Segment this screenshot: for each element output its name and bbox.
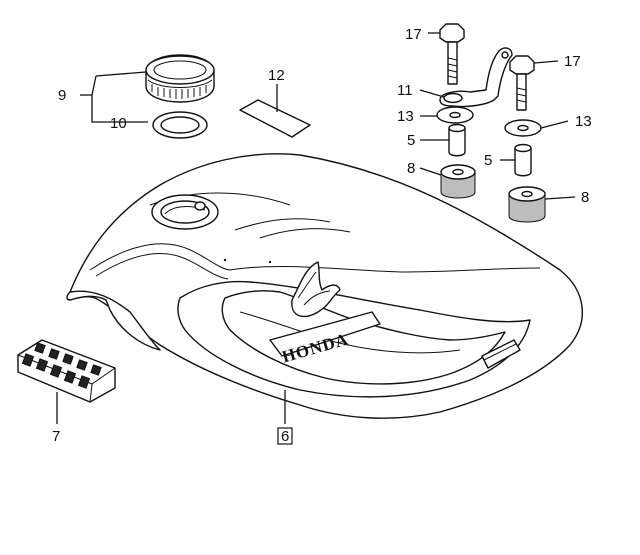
collar-icon <box>448 123 466 157</box>
callout-13-left: 13 <box>397 108 414 125</box>
callout-5-right: 5 <box>484 152 492 169</box>
callout-12: 12 <box>268 67 285 84</box>
washer-icon <box>436 106 474 124</box>
callout-6: 6 <box>281 428 289 445</box>
callout-13-right: 13 <box>575 113 592 130</box>
callout-17-right: 17 <box>564 53 581 70</box>
leader-lines <box>56 32 576 424</box>
cushion-icon <box>440 164 476 199</box>
gasket-ring-icon <box>152 111 208 139</box>
cushion-icon <box>508 186 546 223</box>
bracket-icon <box>439 47 513 108</box>
callout-9: 9 <box>58 87 66 104</box>
washer-icon <box>504 119 542 137</box>
callout-11: 11 <box>397 82 413 99</box>
fuel-cap-icon <box>145 54 215 103</box>
sticker-icon <box>239 99 311 138</box>
callout-6-box <box>277 427 293 445</box>
callout-7: 7 <box>52 428 60 445</box>
callout-labels: 9 10 12 17 11 13 5 8 17 13 5 8 7 6 <box>52 26 592 445</box>
callout-8-right: 8 <box>581 189 589 206</box>
bolt-icon <box>439 23 465 85</box>
bolt-icon <box>509 55 535 111</box>
clip-icon <box>17 339 116 403</box>
callout-5-left: 5 <box>407 132 415 149</box>
collar-icon <box>514 143 532 177</box>
callout-8-left: 8 <box>407 160 415 177</box>
callout-17-left: 17 <box>405 26 422 43</box>
callout-10: 10 <box>110 115 127 132</box>
fuel-tank-icon <box>66 153 584 419</box>
